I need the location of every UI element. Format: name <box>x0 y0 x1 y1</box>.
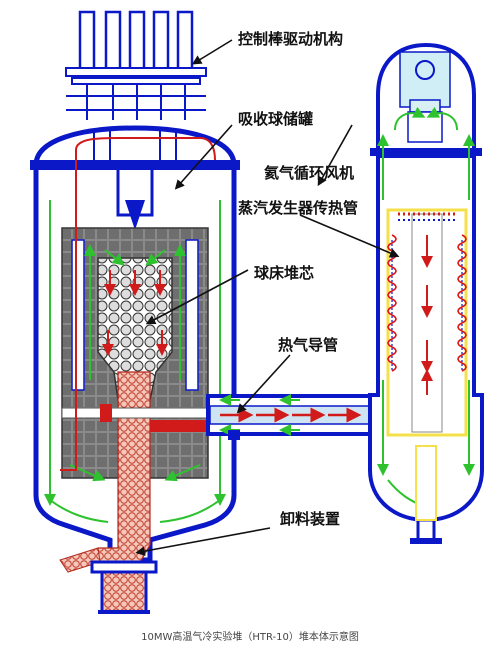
label-steam-generator-tubes: 蒸汽发生器传热管 <box>238 199 358 217</box>
core-flow-arrows <box>102 270 168 356</box>
reactor-vessel <box>30 10 240 614</box>
helical-coils <box>387 234 467 372</box>
figure-caption: 10MW高温气冷实验堆（HTR-10）堆本体示意图 <box>141 630 359 643</box>
label-hot-gas-duct: 热气导管 <box>278 336 338 354</box>
label-control-rod-drive: 控制棒驱动机构 <box>238 30 343 48</box>
control-rod-drives <box>65 10 207 120</box>
label-absorber-ball-tank: 吸收球储罐 <box>238 110 313 128</box>
label-helium-circulator: 氦气循环风机 <box>264 164 354 182</box>
coolant-flow-vessel <box>44 200 226 523</box>
label-fuel-discharge: 卸料装置 <box>280 510 340 528</box>
label-pebble-bed-core: 球床堆芯 <box>254 264 314 282</box>
vessel-flange <box>30 160 240 170</box>
steam-generator-vessel <box>368 42 484 544</box>
hot-gas-duct <box>206 394 390 440</box>
leader-lines <box>135 39 400 556</box>
